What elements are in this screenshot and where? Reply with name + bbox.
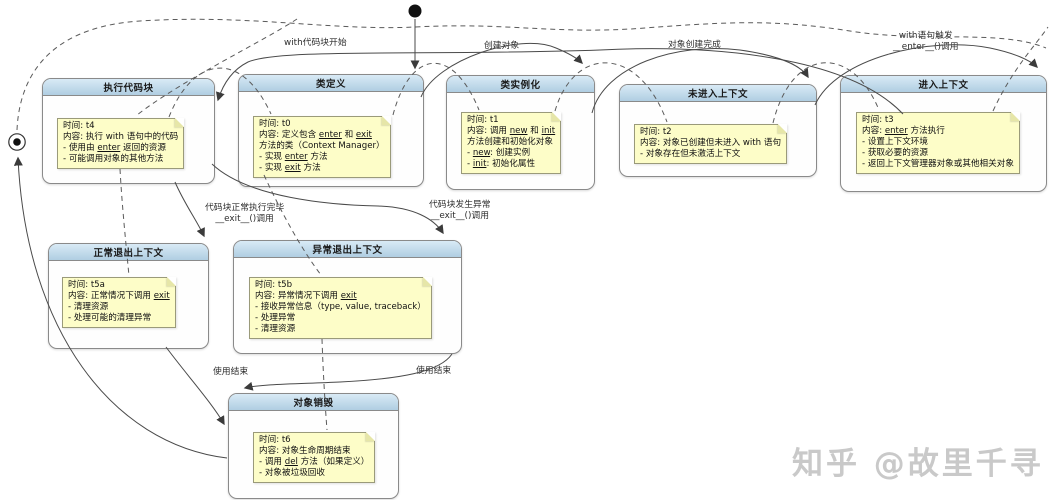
- note-line: - 清理资源: [68, 302, 109, 312]
- transition-label-with-trigger-enter: with语句触发__enter__()调用: [893, 31, 959, 53]
- note-line: 时间: t1: [467, 115, 499, 125]
- transition-label-use-end-right: 使用结束: [416, 366, 451, 377]
- note-line: 内容: 执行 with 语句中的代码: [63, 132, 179, 142]
- transition-label-line: 代码块发生异常: [429, 200, 491, 210]
- state-title-abnormal-exit-context: 异常退出上下文: [234, 241, 461, 258]
- note-line: - 处理异常: [255, 313, 296, 323]
- note-line: 时间: t5b: [255, 280, 293, 290]
- transition-label-line: __enter__()调用: [893, 42, 959, 52]
- transition-label-line: __exit__()调用: [430, 211, 489, 221]
- note-line: 内容: 异常情况下调用 exit: [255, 291, 357, 301]
- transition-label-line: 创建对象: [484, 41, 520, 51]
- state-title-object-destroy: 对象销毁: [229, 394, 398, 411]
- note-line: - 实现 exit 方法: [259, 163, 321, 173]
- note-line: 内容: 定义包含 enter 和 exit: [259, 130, 372, 140]
- note-line: 内容: 对象生命周期结束: [259, 446, 351, 456]
- note-line: - 获取必要的资源: [862, 148, 928, 158]
- note-line: - init: 初始化属性: [467, 159, 536, 169]
- note-line: - 清理资源: [255, 324, 296, 334]
- transition-exec-to-normalexit: [174, 181, 205, 238]
- transition-label-object-created: 对象创建完成: [668, 40, 721, 51]
- transition-label-line: __exit__()调用: [215, 214, 274, 224]
- note-line: - 实现 enter 方法: [259, 152, 328, 162]
- transition-label-line: 对象创建完成: [668, 40, 721, 50]
- note-line: 内容: 调用 new 和 init: [467, 126, 556, 136]
- transition-label-use-end-left: 使用结束: [213, 367, 248, 378]
- note-line: - 设置上下文环境: [862, 137, 928, 147]
- transition-label-line: with语句触发: [898, 31, 953, 41]
- note-line: 时间: t4: [63, 121, 95, 131]
- transition-label-line: 代码块正常执行完毕: [205, 203, 285, 213]
- final-state-circle: [8, 133, 26, 151]
- note-line: 方法的类（Context Manager）: [259, 141, 385, 151]
- note-line: 内容: 正常情况下调用 exit: [68, 291, 170, 301]
- note-line: 内容: enter 方法执行: [862, 126, 945, 136]
- transition-label-line: with代码块开始: [284, 38, 347, 48]
- note-line: 时间: t2: [640, 127, 672, 137]
- transition-normalexit-to-destroy: [165, 346, 225, 426]
- note-line: 时间: t3: [862, 115, 894, 125]
- state-title-exec-code-block: 执行代码块: [43, 79, 214, 96]
- state-title-not-entered-context: 未进入上下文: [620, 85, 816, 102]
- note-line: - new: 创建实例: [467, 148, 531, 158]
- note-line: - 接收异常信息（type, value, traceback）: [255, 302, 426, 312]
- note-line: - 对象被垃圾回收: [259, 468, 325, 478]
- note-line: - 处理可能的清理异常: [68, 313, 152, 323]
- transition-label-line: 使用结束: [416, 366, 452, 376]
- note-line: - 使用由 enter 返回的资源: [63, 143, 166, 153]
- note-line: 时间: t0: [259, 119, 291, 129]
- state-title-normal-exit-context: 正常退出上下文: [49, 244, 208, 261]
- note-line: - 对象存在但未激活上下文: [640, 149, 741, 159]
- note-line: - 调用 del 方法（如果定义）: [259, 457, 370, 467]
- transition-label-block-normal-finish: 代码块正常执行完毕__exit__()调用: [205, 203, 284, 225]
- note-line: - 可能调用对象的其他方法: [63, 154, 164, 164]
- state-title-class-instantiation: 类实例化: [447, 76, 594, 93]
- initial-state-dot: [408, 4, 422, 18]
- note-line: 方法创建和初始化对象: [467, 137, 553, 147]
- note-line: 时间: t6: [259, 435, 291, 445]
- note-line: 内容: 对象已创建但未进入 with 语句: [640, 138, 782, 148]
- state-title-entered-context: 进入上下文: [841, 76, 1046, 93]
- note-line: 时间: t5a: [68, 280, 105, 290]
- state-title-class-definition: 类定义: [239, 75, 423, 92]
- transition-label-create-object: 创建对象: [484, 41, 519, 52]
- transition-label-block-exception: 代码块发生异常__exit__()调用: [429, 200, 491, 222]
- note-line: - 返回上下文管理器对象或其他相关对象: [862, 159, 1014, 169]
- transition-label-with-block-start: with代码块开始: [284, 38, 347, 49]
- transition-label-line: 使用结束: [213, 367, 249, 377]
- watermark: 知乎 @故里千寻: [792, 446, 1044, 482]
